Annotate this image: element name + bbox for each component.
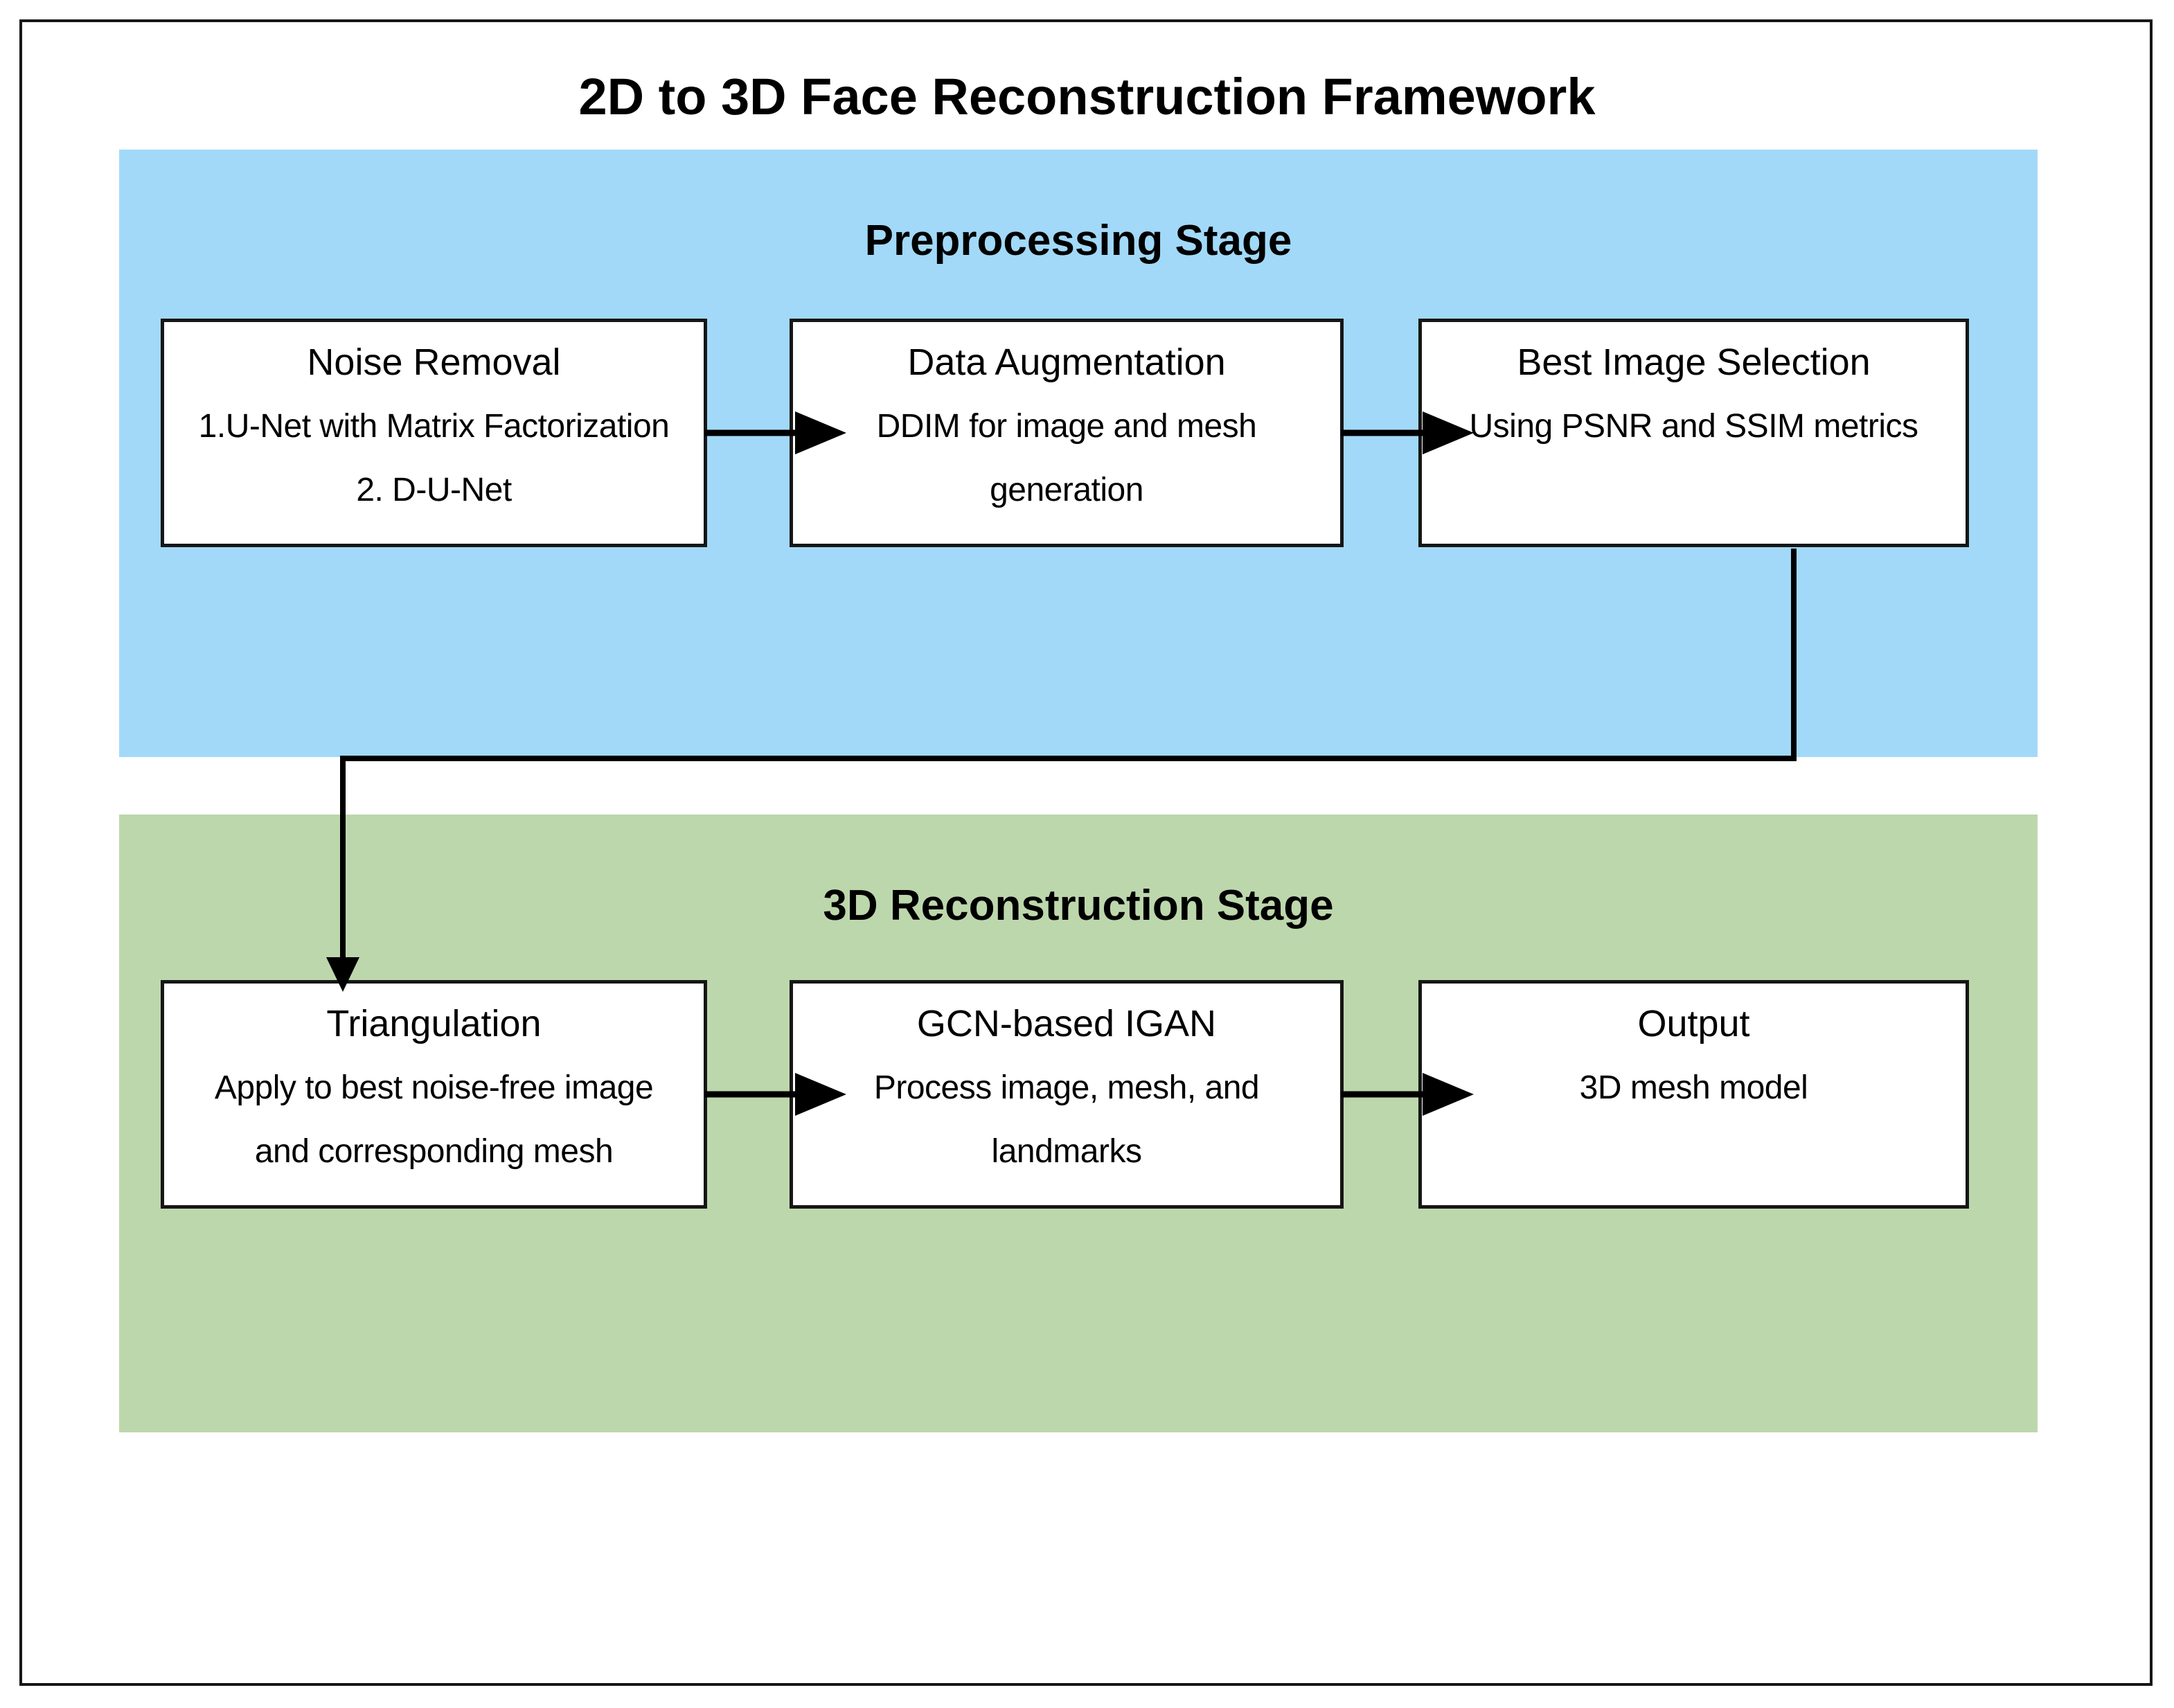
output-node: Output 3D mesh model	[1418, 980, 1969, 1209]
noise-removal-node: Noise Removal 1.U-Net with Matrix Factor…	[161, 319, 707, 547]
best-image-selection-node: Best Image Selection Using PSNR and SSIM…	[1418, 319, 1969, 547]
node-detail-line: 1.U-Net with Matrix Factorization	[198, 407, 670, 445]
page-title: 2D to 3D Face Reconstruction Framework	[578, 68, 1596, 125]
gcn-igan-node: GCN-based IGAN Process image, mesh, and …	[790, 980, 1344, 1209]
node-detail-line	[1422, 1119, 1966, 1183]
node-detail-line	[1422, 458, 1966, 522]
node-title: Data Augmentation	[907, 341, 1226, 383]
data-augmentation-node: Data Augmentation DDIM for image and mes…	[790, 319, 1344, 547]
node-title: Best Image Selection	[1517, 341, 1871, 383]
node-title: Noise Removal	[307, 341, 561, 383]
triangulation-node: Triangulation Apply to best noise-free i…	[161, 980, 707, 1209]
node-detail-line: 3D mesh model	[1579, 1069, 1808, 1106]
node-title: Output	[1637, 1003, 1750, 1044]
node-detail-line: and corresponding mesh	[254, 1132, 614, 1170]
node-detail-line: 2. D-U-Net	[356, 471, 512, 508]
node-detail-line: Process image, mesh, and	[873, 1069, 1260, 1106]
outer-border	[19, 19, 2153, 1686]
node-detail-line: landmarks	[991, 1132, 1142, 1170]
node-detail-line: DDIM for image and mesh	[876, 407, 1257, 445]
preprocessing-stage-label: Preprocessing Stage	[864, 217, 1292, 265]
reconstruction-stage-label: 3D Reconstruction Stage	[823, 882, 1334, 929]
node-title: GCN-based IGAN	[916, 1003, 1217, 1044]
node-detail-line: generation	[990, 471, 1143, 508]
node-detail-line: Using PSNR and SSIM metrics	[1469, 407, 1918, 445]
node-title: Triangulation	[326, 1003, 542, 1044]
node-detail-line: Apply to best noise-free image	[214, 1069, 654, 1106]
